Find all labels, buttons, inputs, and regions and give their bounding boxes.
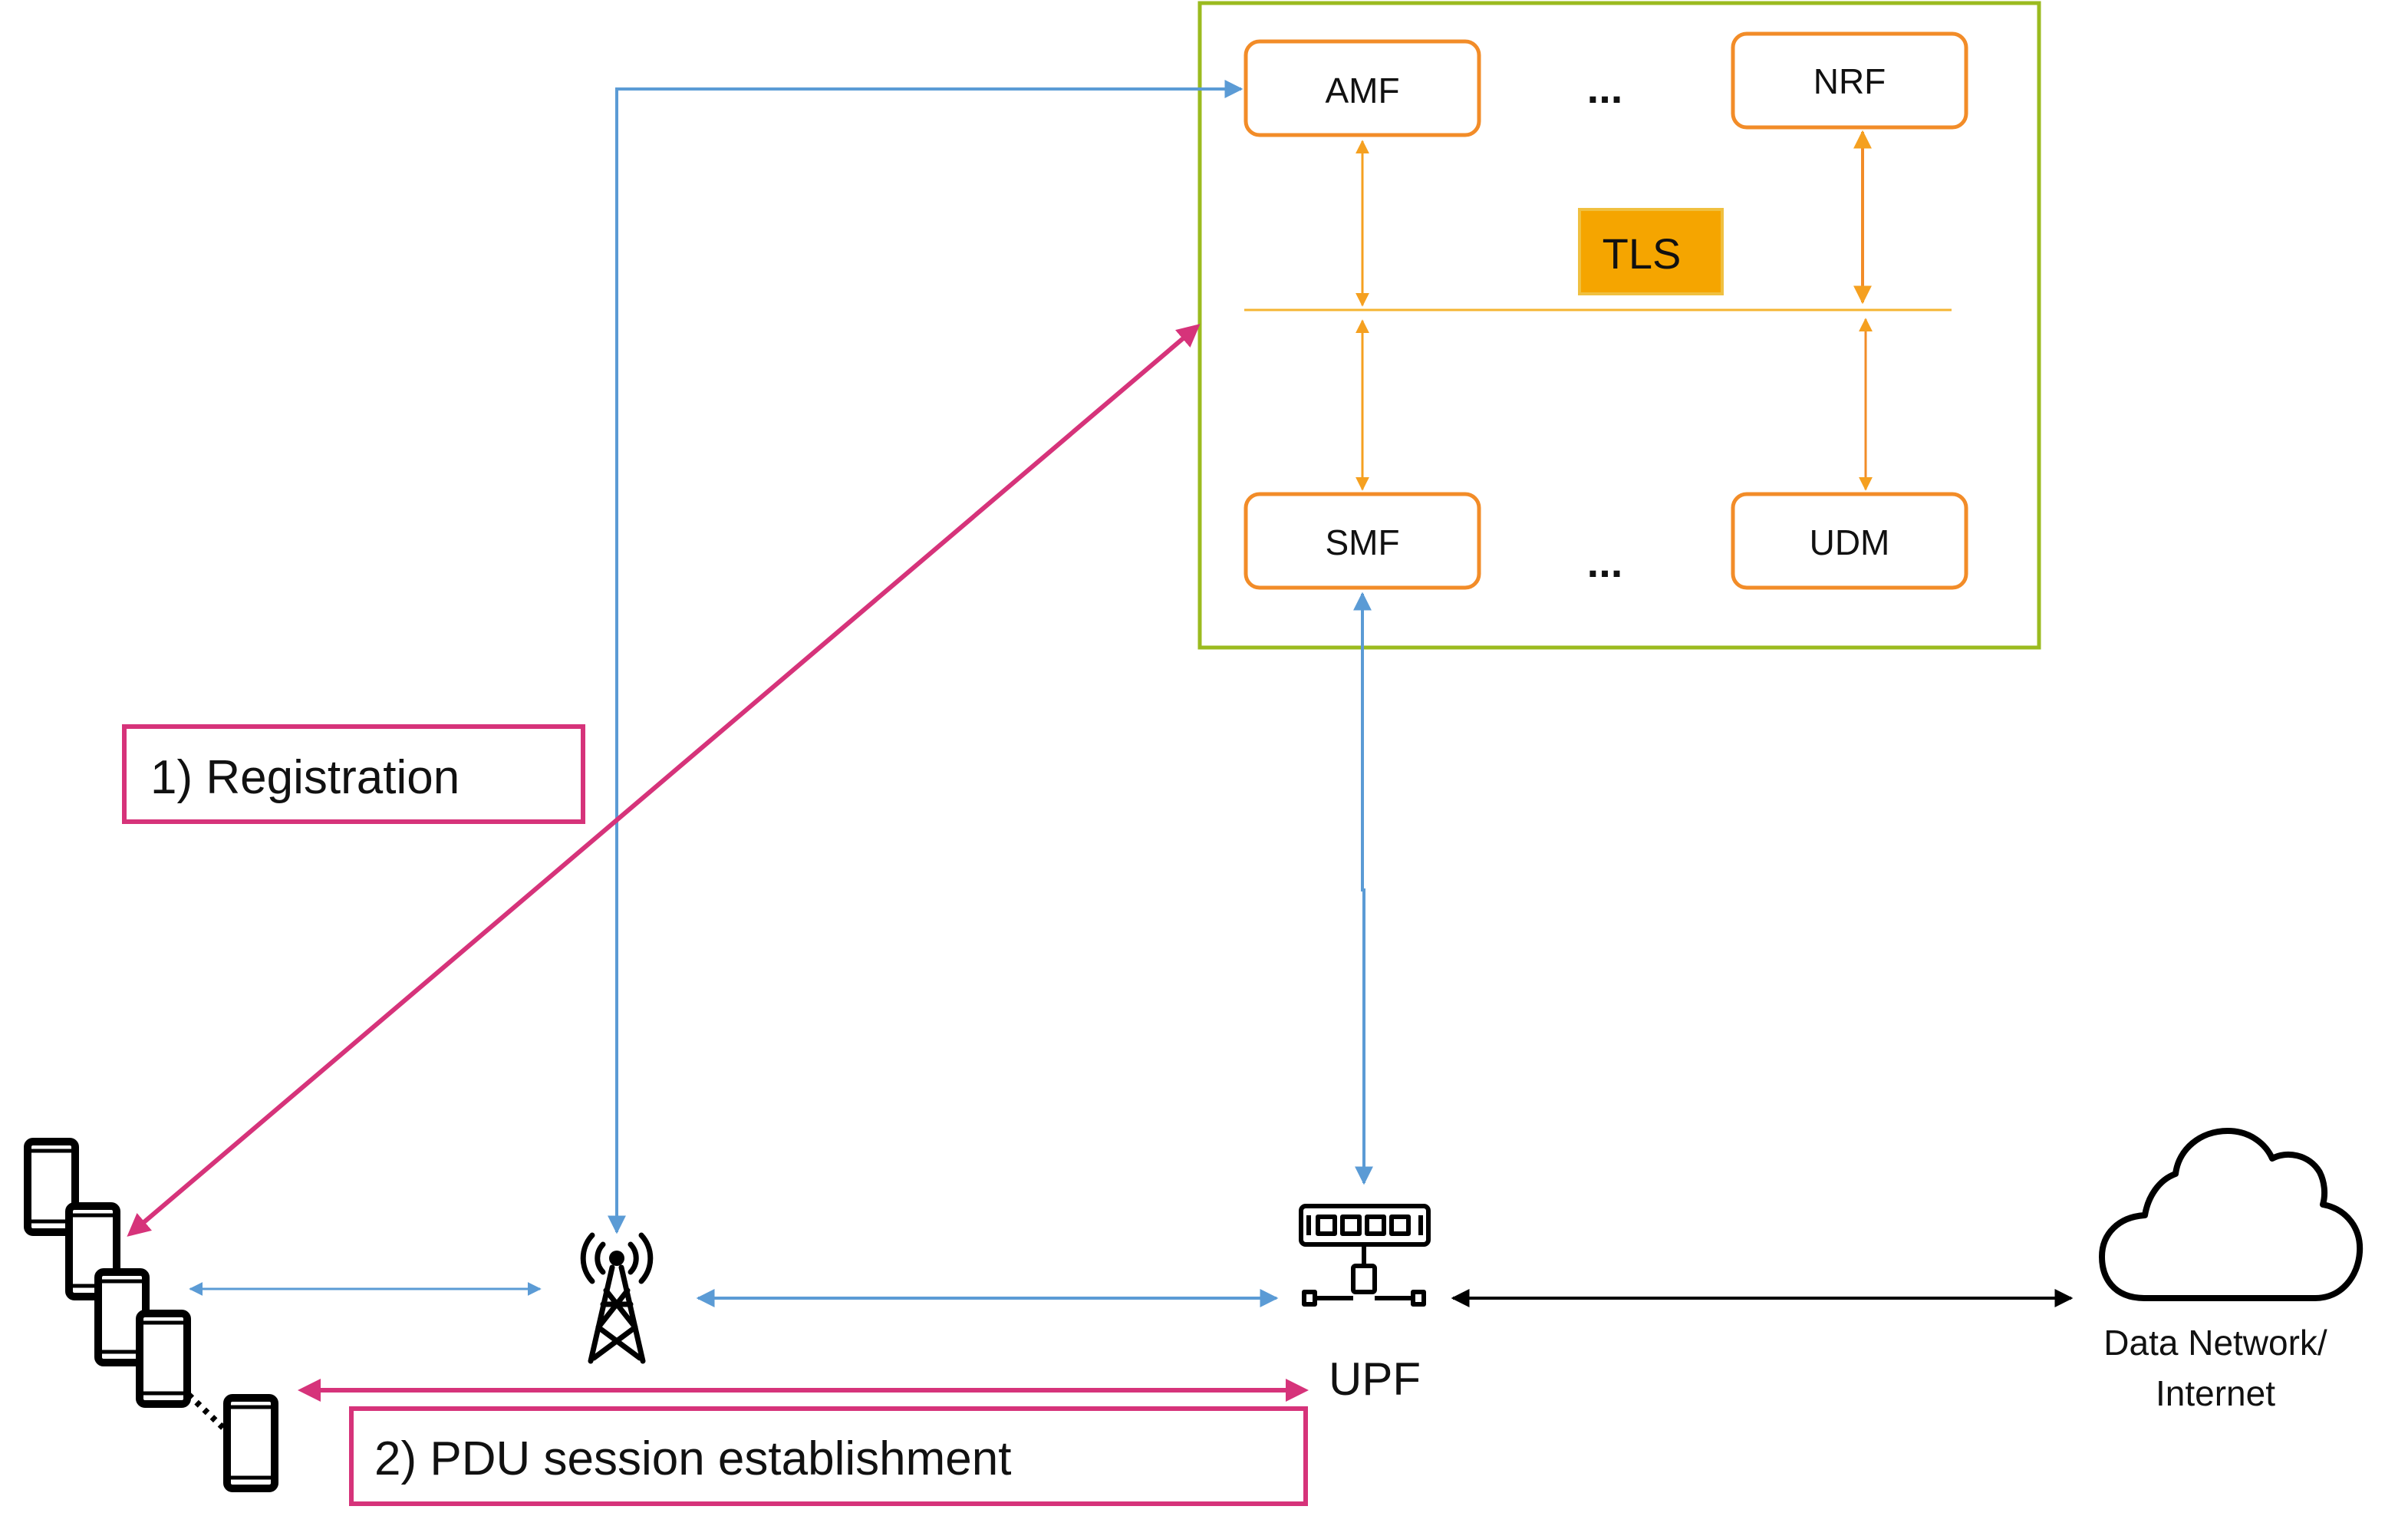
cloud-icon bbox=[2099, 1128, 2364, 1301]
registration-label-box: 1) Registration bbox=[122, 724, 585, 824]
smartphone-icon bbox=[136, 1310, 191, 1408]
smartphone-icon bbox=[24, 1138, 79, 1236]
nf-udm-label: UDM bbox=[1810, 522, 1890, 562]
smartphone-icon bbox=[223, 1394, 278, 1492]
network-switch-icon bbox=[1299, 1204, 1431, 1307]
nf-nrf: NRF bbox=[1731, 31, 1968, 130]
cell-tower-icon bbox=[580, 1232, 654, 1364]
nf-nrf-label: NRF bbox=[1813, 61, 1886, 101]
smartphone-icon bbox=[94, 1268, 150, 1366]
pdu-session-label: 2) PDU session establishment bbox=[374, 1432, 1011, 1485]
nf-udm: UDM bbox=[1731, 492, 1968, 590]
nf-amf: AMF bbox=[1244, 39, 1481, 137]
nf-smf-label: SMF bbox=[1325, 522, 1399, 562]
smf-upf-link bbox=[1353, 592, 1373, 1185]
data-network-label-line2: Internet bbox=[2156, 1373, 2275, 1413]
tls-label: TLS bbox=[1603, 229, 1682, 278]
registration-arrow bbox=[127, 324, 1201, 1237]
pdu-session-label-box: 2) PDU session establishment bbox=[349, 1406, 1308, 1506]
upf-label: UPF bbox=[1329, 1353, 1421, 1405]
tls-badge: TLS bbox=[1578, 208, 1724, 295]
data-network-label-line1: Data Network/ bbox=[2103, 1323, 2327, 1363]
nf-amf-label: AMF bbox=[1325, 71, 1399, 110]
ellipsis-bottom: ... bbox=[1587, 538, 1623, 586]
gnb-amf-link bbox=[608, 80, 1244, 1234]
registration-label: 1) Registration bbox=[150, 751, 460, 804]
smartphone-stack-icon bbox=[24, 1138, 278, 1492]
dotted-connector bbox=[186, 1393, 226, 1431]
nf-smf: SMF bbox=[1244, 492, 1481, 590]
ellipsis-top: ... bbox=[1587, 64, 1623, 112]
